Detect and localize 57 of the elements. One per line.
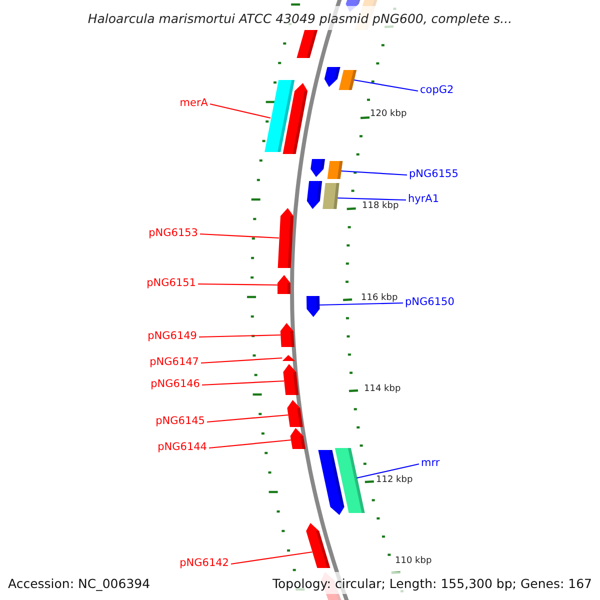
gene-label: pNG6145 [156, 415, 205, 428]
scale-label: 114 kbp [364, 384, 401, 395]
gene-label: mrr [421, 457, 440, 470]
leader-line [341, 170, 408, 176]
gene-block [334, 448, 365, 513]
gene-block [296, 30, 318, 58]
leader-line [208, 439, 292, 449]
gene-block [310, 159, 325, 177]
gene-block [327, 161, 343, 179]
summary-text: Topology: circular; Length: 155,300 bp; Genes: 167 [272, 576, 592, 590]
gene-block [278, 275, 290, 294]
gene-label: merA [180, 97, 208, 110]
scale-label: 120 kbp [370, 109, 407, 120]
gene-block [322, 183, 340, 209]
scale-label: 112 kbp [376, 475, 413, 486]
gene-block [306, 523, 330, 568]
gene-label: pNG6146 [150, 378, 200, 391]
gene-block [264, 80, 295, 152]
gene-label: pNG6151 [146, 277, 196, 290]
scale-label: 116 kbp [361, 293, 398, 304]
gene-label: pNG6147 [150, 356, 199, 369]
leader-line [202, 380, 284, 386]
gene-block [324, 67, 340, 87]
leader-line [210, 103, 271, 119]
gene-block [318, 450, 344, 515]
gene-label: pNG6155 [409, 168, 458, 181]
leader-line [338, 197, 406, 201]
leader-line [198, 334, 281, 338]
leader-line [356, 463, 420, 479]
leader-line [200, 357, 282, 364]
scale-label: 110 kbp [395, 556, 432, 567]
gene-label: hyrA1 [408, 193, 440, 206]
gene-block [278, 208, 294, 268]
gene-label: pNG6153 [148, 227, 198, 240]
gene-block [306, 181, 322, 209]
gene-block [282, 355, 296, 361]
gene-block [290, 428, 306, 449]
leader-line [320, 302, 404, 306]
gene-label: pNG6144 [158, 441, 207, 454]
gene-label: pNG6142 [180, 557, 229, 570]
accession-text: Accession: NC_006394 [8, 576, 150, 590]
gene-label: pNG6150 [405, 296, 454, 309]
gene-block [287, 400, 303, 427]
gene-label: pNG6149 [148, 330, 197, 343]
scale-label: 118 kbp [362, 201, 399, 212]
gene-block [338, 70, 357, 90]
map-title: Haloarcula marismortui ATCC 43049 plasmid pNG600, complete s... [88, 10, 512, 26]
leader-line [200, 233, 280, 239]
leader-line [206, 414, 288, 423]
gene-block [282, 83, 308, 154]
leader-line [198, 283, 278, 286]
gene-label: copG2 [420, 84, 454, 97]
gene-block [283, 364, 299, 395]
gene-block [306, 296, 320, 317]
leader-line [230, 551, 312, 565]
leader-line [354, 79, 418, 92]
gene-block [280, 323, 294, 347]
